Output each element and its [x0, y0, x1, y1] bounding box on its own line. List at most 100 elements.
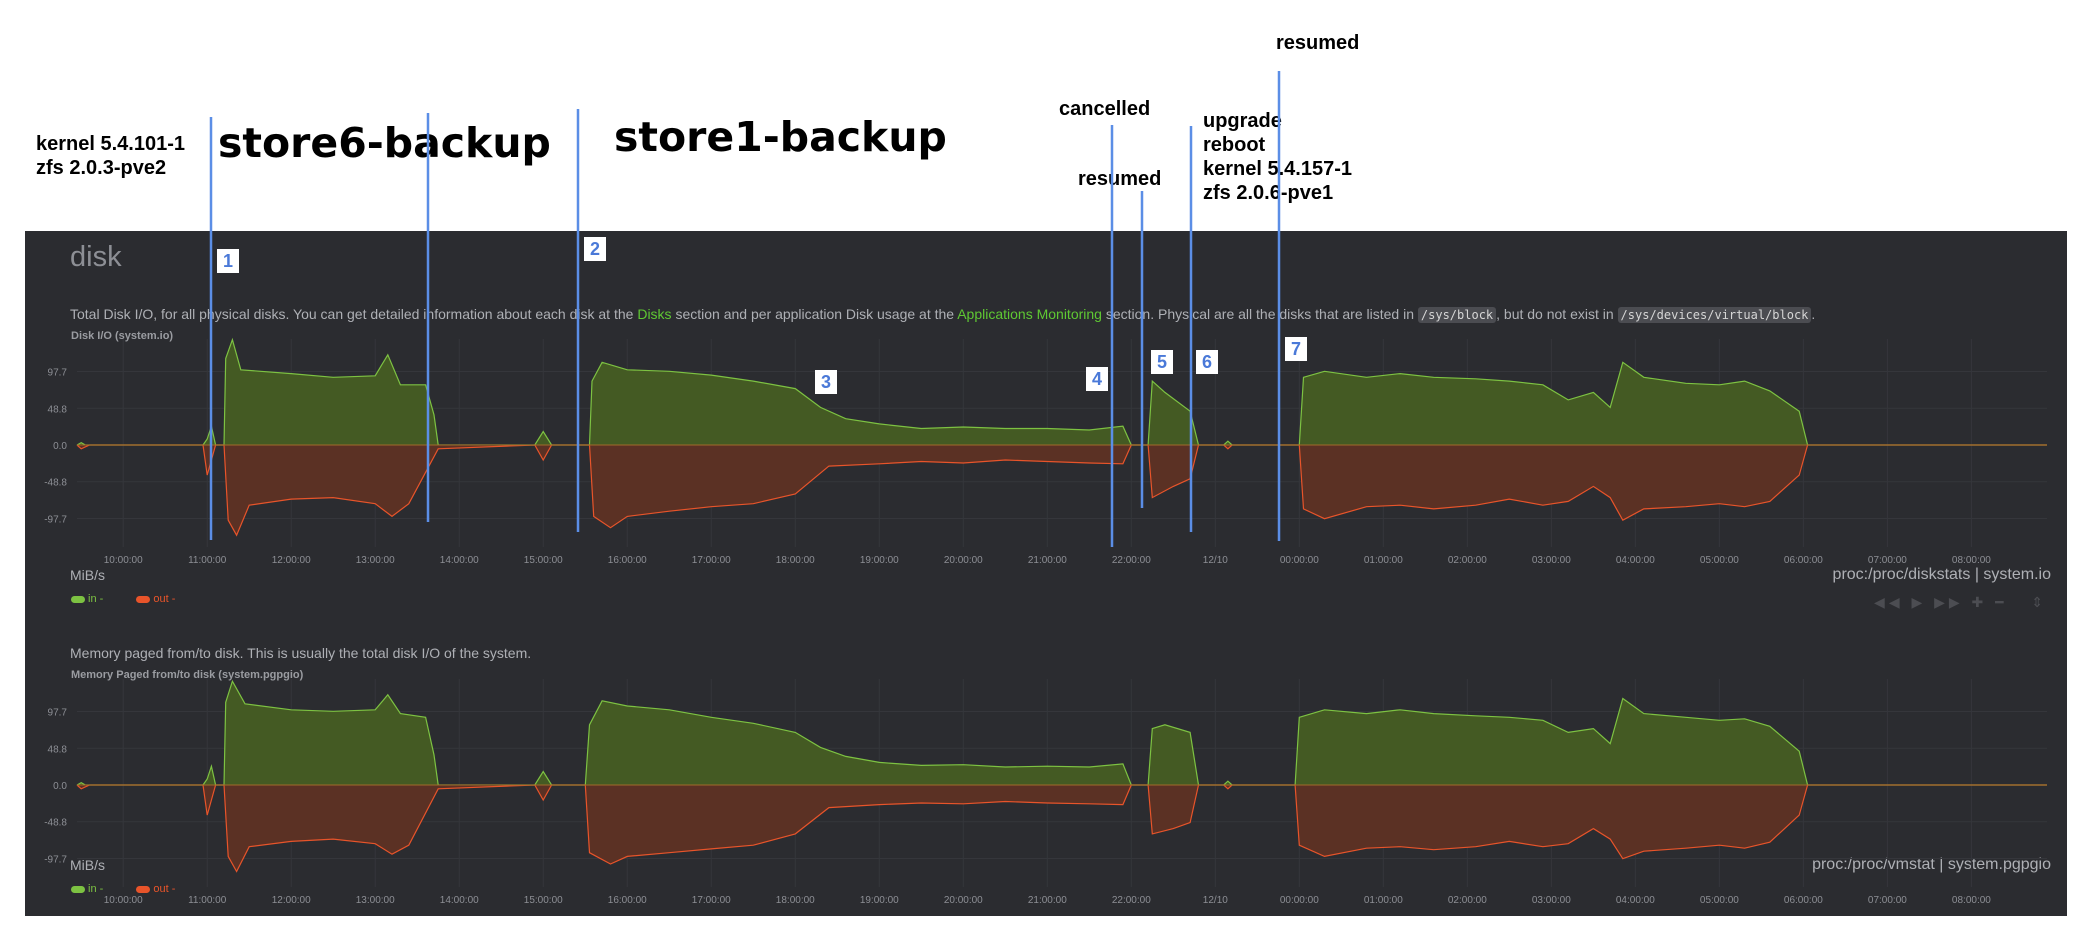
memory-description: Memory paged from/to disk. This is usual…: [70, 645, 532, 661]
sys-devices-virtual-block-code: /sys/devices/virtual/block: [1617, 307, 1812, 323]
chart1-legend: in - out -: [71, 593, 175, 605]
marker-4: 4: [1086, 367, 1108, 391]
panel-title: disk: [70, 241, 122, 273]
desc-part-5: section. Physical are all the disks that…: [1101, 306, 1418, 322]
x-tick-label: 15:00:00: [524, 555, 563, 566]
annotation-resumed-2: resumed: [1276, 32, 1360, 54]
x-tick-label: 11:00:00: [188, 555, 227, 566]
x-tick-label: 12:00:00: [272, 895, 311, 906]
chart1-toolbar[interactable]: ◀◀ ▶ ▶▶ ✚ ━ ⇕: [1874, 594, 2047, 610]
pgpgio-chart[interactable]: 97.7 48.8 0.0 -48.8 -97.7 10:00:00 11:00:00 12:…: [25, 671, 2067, 911]
legend2-in-label: in -: [88, 883, 104, 895]
chart-title-disk-io: Disk I/O (system.io): [71, 330, 174, 342]
x-tick-label: 02:00:00: [1448, 895, 1487, 906]
marker-2: 2: [584, 237, 606, 261]
x-tick-label: 02:00:00: [1448, 555, 1487, 566]
x-tick-label: 12:00:00: [272, 555, 311, 566]
desc-part-7: , but do not exist in: [1496, 306, 1618, 322]
reboot-label: reboot: [1203, 134, 1266, 156]
x-tick-label: 21:00:00: [1028, 895, 1067, 906]
x-tick-label: 06:00:00: [1784, 895, 1823, 906]
annotation-cancelled: cancelled: [1059, 98, 1151, 120]
x-tick-label: 00:00:00: [1280, 555, 1319, 566]
x-tick-label: 16:00:00: [608, 895, 647, 906]
chart2-unit: MiB/s: [70, 857, 105, 873]
x-tick-label: 00:00:00: [1280, 895, 1319, 906]
x-tick-label: 03:00:00: [1532, 555, 1571, 566]
x-tick-label: 10:00:00: [104, 895, 143, 906]
x-tick-label: 21:00:00: [1028, 555, 1067, 566]
y-tick-label: -97.7: [44, 854, 67, 865]
x-tick-label: 13:00:00: [356, 555, 395, 566]
disks-link[interactable]: Disks: [637, 306, 672, 322]
line-out: [76, 444, 2047, 537]
x-tick-label: 15:00:00: [524, 895, 563, 906]
y-tick-label: -48.8: [44, 818, 67, 829]
x-tick-label: 04:00:00: [1616, 895, 1655, 906]
disk-description: Total Disk I/O, for all physical disks. …: [70, 306, 1816, 323]
disk-panel: disk Total Disk I/O, for all physical di…: [25, 231, 2067, 916]
x-tick-label: 18:00:00: [776, 555, 815, 566]
x-tick-label: 14:00:00: [440, 895, 479, 906]
chart1-unit: MiB/s: [70, 567, 105, 583]
x-tick-label: 03:00:00: [1532, 895, 1571, 906]
x-tick-label: 04:00:00: [1616, 555, 1655, 566]
x-tick-label: 13:00:00: [356, 895, 395, 906]
x-tick-label: 19:00:00: [860, 555, 899, 566]
x-tick-label: 12/10: [1203, 555, 1228, 566]
kernel-old-label: kernel 5.4.101-1: [36, 133, 185, 155]
marker-6: 6: [1196, 350, 1218, 374]
x-tick-label: 06:00:00: [1784, 555, 1823, 566]
legend2-in-swatch: [71, 885, 85, 893]
x-tick-label: 17:00:00: [692, 895, 731, 906]
x-tick-label: 08:00:00: [1952, 555, 1991, 566]
area-out: [77, 785, 2047, 872]
x-tick-label: 05:00:00: [1700, 555, 1739, 566]
line-in: [76, 679, 2047, 786]
x-tick-label: 01:00:00: [1364, 895, 1403, 906]
x-tick-label: 20:00:00: [944, 555, 983, 566]
kernel-new-label: kernel 5.4.157-1: [1203, 158, 1352, 180]
desc-part-1: Total Disk I/O, for all physical disks. …: [70, 306, 638, 322]
zfs-old-label: zfs 2.0.3-pve2: [36, 157, 167, 179]
x-tick-label: 07:00:00: [1868, 555, 1907, 566]
x-tick-label: 22:00:00: [1112, 895, 1151, 906]
x-tick-label: 11:00:00: [188, 895, 227, 906]
y-tick-label: 48.8: [48, 404, 68, 415]
chart-title-pgpgio: Memory Paged from/to disk (system.pgpgio…: [71, 669, 304, 681]
y-tick-label: 48.8: [48, 744, 68, 755]
chart2-source: proc:/proc/vmstat | system.pgpgio: [1812, 856, 2051, 873]
applications-monitoring-link[interactable]: Applications Monitoring: [957, 306, 1102, 322]
y-tick-label: 97.7: [48, 708, 68, 719]
sys-block-code: /sys/block: [1417, 307, 1497, 323]
annotation-store6-backup: store6-backup: [218, 119, 551, 167]
marker-5: 5: [1151, 350, 1173, 374]
x-tick-label: 16:00:00: [608, 555, 647, 566]
line-in: [76, 337, 2047, 446]
legend-in-label: in -: [88, 593, 104, 605]
x-tick-label: 20:00:00: [944, 895, 983, 906]
legend-out-swatch: [136, 595, 151, 603]
x-tick-label: 08:00:00: [1952, 895, 1991, 906]
area-out: [77, 445, 2047, 536]
area-in: [77, 339, 2047, 445]
line-out: [76, 784, 2047, 873]
x-tick-label: 01:00:00: [1364, 555, 1403, 566]
annotation-store1-backup: store1-backup: [614, 113, 947, 161]
annotation-resumed-1: resumed: [1078, 168, 1162, 190]
y-tick-label: 0.0: [53, 781, 67, 792]
x-tick-label: 22:00:00: [1112, 555, 1151, 566]
y-tick-label: 0.0: [53, 441, 67, 452]
x-tick-label: 12/10: [1203, 895, 1228, 906]
marker-7: 7: [1285, 337, 1307, 361]
marker-3: 3: [815, 370, 837, 394]
chart2-legend: in - out -: [71, 883, 175, 895]
legend-out-label: out -: [153, 593, 176, 605]
desc-part-9: .: [1811, 306, 1816, 322]
x-tick-label: 10:00:00: [104, 555, 143, 566]
y-tick-label: -48.8: [44, 478, 67, 489]
x-tick-label: 05:00:00: [1700, 895, 1739, 906]
